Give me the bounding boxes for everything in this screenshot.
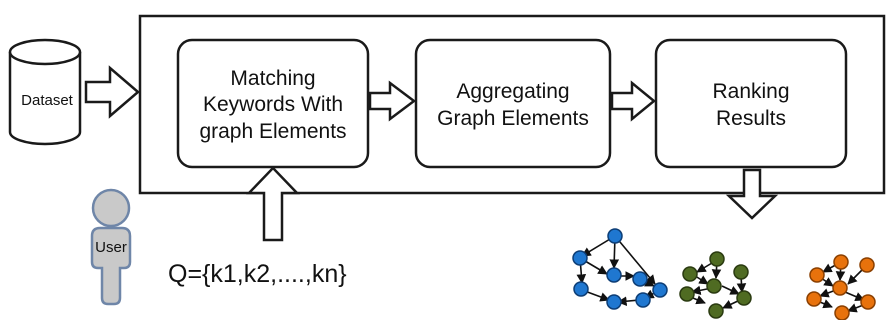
step-ranking-line2: Results — [716, 107, 786, 130]
results-down-arrow — [725, 168, 779, 220]
step-aggregating-line1: Aggregating — [456, 80, 569, 103]
arrow-matching-to-aggregating — [368, 80, 417, 122]
result-graph-green-nodes — [679, 251, 752, 319]
user-figure: User — [90, 188, 132, 306]
step-matching-line3: graph Elements — [199, 120, 346, 143]
result-graph-blue — [576, 235, 661, 306]
arrow-aggregating-to-ranking — [610, 80, 656, 122]
user-body — [90, 226, 132, 306]
query-text: Q={k1,k2,....,kn} — [168, 260, 347, 288]
step-aggregating: Aggregating Graph Elements — [414, 38, 612, 169]
step-matching-line2: Keywords With — [203, 93, 343, 116]
step-matching: Matching Keywords With graph Elements — [176, 38, 370, 169]
step-ranking-line1: Ranking — [712, 80, 789, 103]
step-ranking: Ranking Results — [654, 38, 848, 169]
user-label: User — [95, 239, 127, 256]
result-graph-blue-nodes — [572, 228, 668, 310]
result-graph-orange-nodes — [806, 254, 876, 320]
dataset-cylinder: Dataset — [8, 38, 82, 146]
dataset-label: Dataset — [21, 92, 74, 109]
step-matching-line1: Matching — [230, 67, 315, 90]
step-aggregating-line2: Graph Elements — [437, 107, 589, 130]
user-head — [91, 188, 131, 228]
dataset-arrow — [84, 65, 140, 119]
query-up-arrow — [246, 166, 300, 242]
pipeline-container — [138, 14, 886, 195]
